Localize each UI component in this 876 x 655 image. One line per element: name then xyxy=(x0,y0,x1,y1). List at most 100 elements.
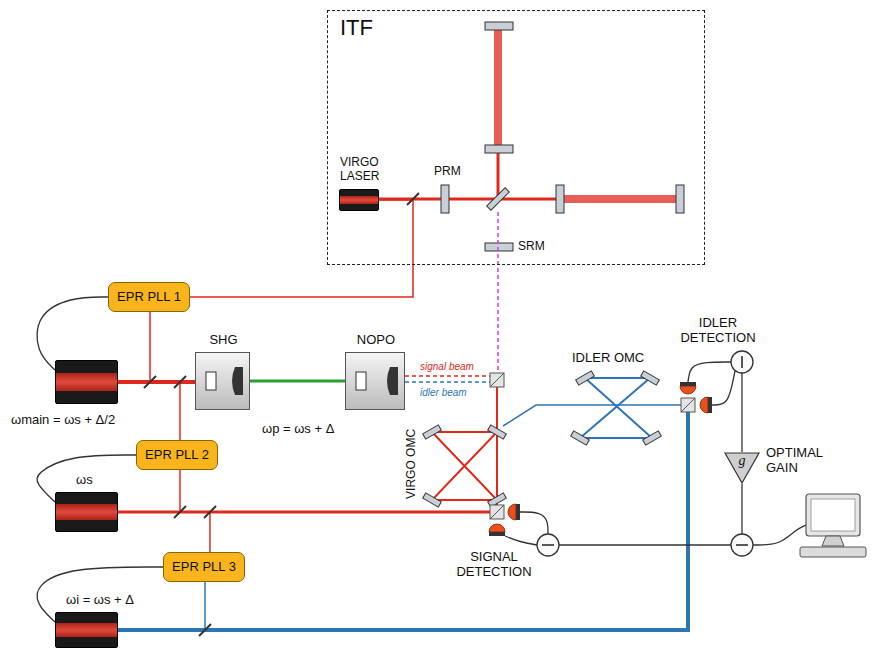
cavity-mirror xyxy=(232,367,243,395)
cavity-crystal xyxy=(356,372,366,390)
omc-path xyxy=(580,378,652,438)
beam-splitter xyxy=(174,506,186,518)
beam-splitter xyxy=(174,376,186,388)
idler-beam xyxy=(503,405,681,426)
beam-splitter xyxy=(204,506,216,518)
input-mirror xyxy=(556,185,564,213)
photodiode-base xyxy=(708,397,712,413)
part-label: OPTIMAL GAIN xyxy=(766,446,846,476)
end-mirror xyxy=(485,22,513,30)
input-mirror xyxy=(485,145,513,153)
node-text: EPR PLL 2 xyxy=(145,448,209,463)
beam-splitter xyxy=(407,193,419,205)
signal-wire xyxy=(520,512,548,534)
computer-monitor xyxy=(806,494,860,536)
beam-line xyxy=(204,582,206,630)
idler-beam xyxy=(405,381,490,383)
output-beam xyxy=(497,212,499,373)
photodiode xyxy=(700,397,712,413)
photodiode-dome xyxy=(680,386,696,394)
polarizing-cube xyxy=(490,373,504,387)
interferometer-region: ITF VIRGO LASER xyxy=(327,10,705,265)
omc-mirror xyxy=(488,425,507,439)
laser-source: ωmain = ωs + Δ/2 xyxy=(55,360,118,404)
part-label: ωp = ωs + Δ xyxy=(262,422,372,437)
polarizing-cube xyxy=(490,505,504,519)
computer-screen xyxy=(811,499,855,531)
pll-box: EPR PLL 2 xyxy=(136,440,218,470)
photodiode-dome xyxy=(700,397,708,413)
laser-source: ωs xyxy=(55,492,118,532)
part-label: idler beam xyxy=(420,387,490,399)
node-text: ωmain = ωs + Δ/2 xyxy=(11,413,181,428)
signal-wire xyxy=(741,373,742,452)
part-label: PRM xyxy=(434,165,474,179)
laser-beam xyxy=(118,380,195,384)
beam-splitter xyxy=(199,624,211,636)
signal-beam xyxy=(405,375,490,377)
subtractor-symbol xyxy=(731,351,753,373)
subtractor-symbol xyxy=(537,534,559,556)
omc-mirror xyxy=(641,371,660,385)
beam-line xyxy=(118,511,490,514)
beam-line xyxy=(179,470,181,512)
signal-wire xyxy=(712,371,735,405)
beam-line xyxy=(209,512,211,552)
photodiode-base xyxy=(489,532,505,536)
node-text: ωs xyxy=(76,473,116,488)
part-label: VIRGO OMC xyxy=(405,414,419,514)
cube-diagonal xyxy=(681,398,695,412)
subtractor-sign xyxy=(741,356,743,368)
beam-line xyxy=(149,312,151,382)
cavity-mirror xyxy=(387,367,398,395)
gain-amplifier: g xyxy=(724,452,760,484)
nonlinear-cavity-box: SHG xyxy=(195,352,250,410)
idler-beam xyxy=(118,412,688,630)
signal-wire xyxy=(688,362,731,382)
node-text: EPR PLL 1 xyxy=(117,290,181,305)
photodiode-base xyxy=(680,382,696,386)
beam-splitter xyxy=(487,188,510,211)
omc-mirror xyxy=(423,425,442,439)
laser-source: ωi = ωs + Δ xyxy=(55,612,118,648)
node-text: ITF xyxy=(340,15,410,40)
omc-mirror xyxy=(643,431,662,445)
reference-beam xyxy=(190,200,413,297)
signal-wire xyxy=(559,544,731,545)
gain-triangle-shape xyxy=(725,453,759,483)
laser-source: VIRGO LASER xyxy=(339,189,379,211)
pll-box: EPR PLL 1 xyxy=(108,282,190,312)
polarizing-cube xyxy=(681,398,695,412)
beam-line xyxy=(179,382,181,440)
node-text: EPR PLL 3 xyxy=(172,560,236,575)
omc-mirror xyxy=(571,431,590,445)
node-text: ωi = ωs + Δ xyxy=(66,593,176,608)
cavity-optics xyxy=(346,353,404,409)
subtractor-sign xyxy=(542,544,554,546)
photodiode xyxy=(489,524,505,536)
photodiode-dome xyxy=(489,524,505,532)
signal-wire xyxy=(753,525,806,545)
part-label: SIGNAL DETECTION xyxy=(448,550,540,580)
subtractor-sign xyxy=(736,544,748,546)
arm-beam xyxy=(494,30,502,145)
photodiode-dome xyxy=(508,504,516,520)
cavity-optics xyxy=(196,353,249,409)
pump-beam xyxy=(250,380,345,383)
computer-keyboard xyxy=(800,547,866,557)
cube-diagonal xyxy=(490,373,504,387)
end-mirror xyxy=(676,185,684,213)
signal-wire xyxy=(741,484,742,534)
beam-splitter xyxy=(144,376,156,388)
pll-box: EPR PLL 3 xyxy=(163,552,245,582)
omc-mirror xyxy=(576,371,595,385)
beam-line xyxy=(378,198,441,201)
node-text: g xyxy=(724,453,760,469)
part-label: signal beam xyxy=(420,361,490,373)
arm-beam xyxy=(564,195,676,203)
nonlinear-cavity-box: NOPO xyxy=(345,352,405,410)
signal-wire xyxy=(505,536,537,545)
